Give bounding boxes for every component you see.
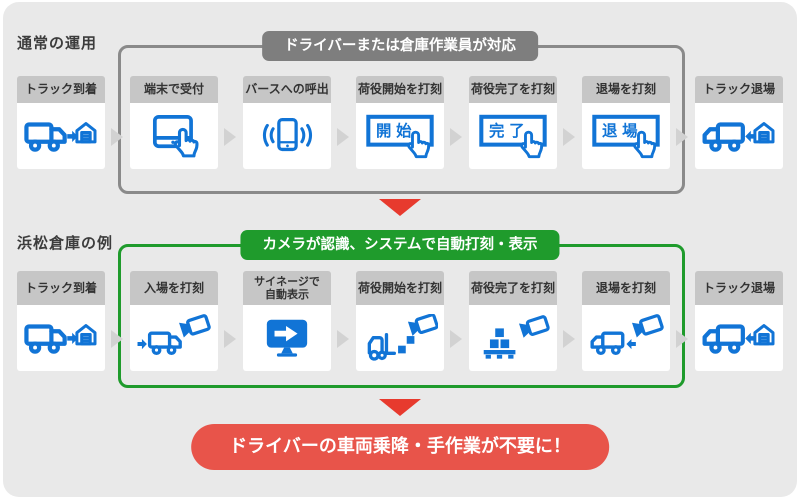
step-card-hama-exit-punch: 退場を打刻 (582, 271, 670, 371)
hamamatsu-flow-badge: カメラが認識、システムで自動打刻・表示 (240, 230, 560, 260)
step-title: 荷役開始を打刻 (356, 76, 444, 103)
complete-button-icon: 完了 (475, 112, 551, 159)
step-card-hama-entry-punch: 入場を打刻 (130, 271, 218, 371)
step-card-hama-truck-departure: トラック退場 (695, 271, 783, 371)
flow-arrow-icon (450, 128, 462, 146)
step-title: 端末で受付 (130, 76, 218, 103)
flow-arrow-icon (450, 330, 462, 348)
step-card-hama-start-punch: 荷役開始を打刻 (356, 271, 444, 371)
step-title: 退場を打刻 (582, 271, 670, 305)
flow-arrow-icon (676, 128, 688, 146)
flow-arrow-icon (337, 128, 349, 146)
exit-button-label: 退場 (602, 122, 642, 140)
step-title: トラック到着 (17, 76, 105, 103)
normal-flow-badge: ドライバーまたは倉庫作業員が対応 (262, 31, 538, 61)
flow-arrow-icon (337, 330, 349, 348)
flow-arrow-icon (111, 128, 123, 146)
step-card-normal-punch-start: 荷役開始を打刻 開始 (356, 76, 444, 169)
phone-call-icon (262, 118, 313, 152)
truck-exit-camera-icon (588, 314, 664, 362)
flow-arrow-icon (224, 128, 236, 146)
flow-arrow-icon (563, 128, 575, 146)
step-card-normal-truck-departure: トラック退場 (695, 76, 783, 169)
truck-departure-icon (701, 324, 775, 362)
exit-button-icon: 退場 (588, 112, 664, 159)
step-title: 荷役開始を打刻 (356, 271, 444, 305)
step-card-normal-punch-complete: 荷役完了を打刻 完了 (469, 76, 557, 169)
start-button-icon: 開始 (362, 112, 438, 159)
section-label-hamamatsu: 浜松倉庫の例 (17, 234, 114, 252)
down-triangle-icon (379, 199, 421, 216)
step-card-hama-signage: サイネージで 自動表示 (243, 271, 331, 371)
truck-arrival-icon (23, 122, 97, 160)
tablet-tap-icon (152, 114, 199, 158)
truck-entry-camera-icon (137, 314, 212, 356)
truck-arrival-icon (23, 324, 97, 362)
step-title: 入場を打刻 (130, 271, 218, 305)
forklift-camera-icon (367, 314, 438, 361)
step-title: 退場を打刻 (582, 76, 670, 103)
flow-arrow-icon (224, 330, 236, 348)
flow-arrow-icon (676, 330, 688, 348)
step-card-normal-truck-arrival: トラック到着 (17, 76, 105, 169)
complete-button-label: 完了 (489, 121, 529, 140)
step-title: トラック退場 (695, 76, 783, 103)
step-title: トラック到着 (17, 271, 105, 305)
step-title: バースへの呼出 (243, 76, 331, 103)
step-title: サイネージで 自動表示 (243, 271, 331, 305)
truck-departure-icon (701, 122, 775, 160)
step-card-hama-truck-arrival: トラック到着 (17, 271, 105, 371)
step-card-normal-tablet-reception: 端末で受付 (130, 76, 218, 169)
conclusion-banner: ドライバーの車両乗降・手作業が不要に！ (191, 424, 609, 470)
start-button-label: 開始 (376, 121, 416, 140)
section-label-normal: 通常の運用 (17, 34, 98, 52)
step-card-normal-punch-exit: 退場を打刻 退場 (582, 76, 670, 169)
step-title: トラック退場 (695, 271, 783, 305)
flow-arrow-icon (563, 330, 575, 348)
step-card-normal-berth-call: バースへの呼出 (243, 76, 331, 169)
pallet-camera-icon (483, 314, 551, 359)
flow-arrow-icon (111, 330, 123, 348)
step-card-hama-complete-punch: 荷役完了を打刻 (469, 271, 557, 371)
step-title: 荷役完了を打刻 (469, 271, 557, 305)
signage-display-icon (266, 319, 308, 357)
step-title: 荷役完了を打刻 (469, 76, 557, 103)
down-triangle-icon (379, 399, 421, 416)
